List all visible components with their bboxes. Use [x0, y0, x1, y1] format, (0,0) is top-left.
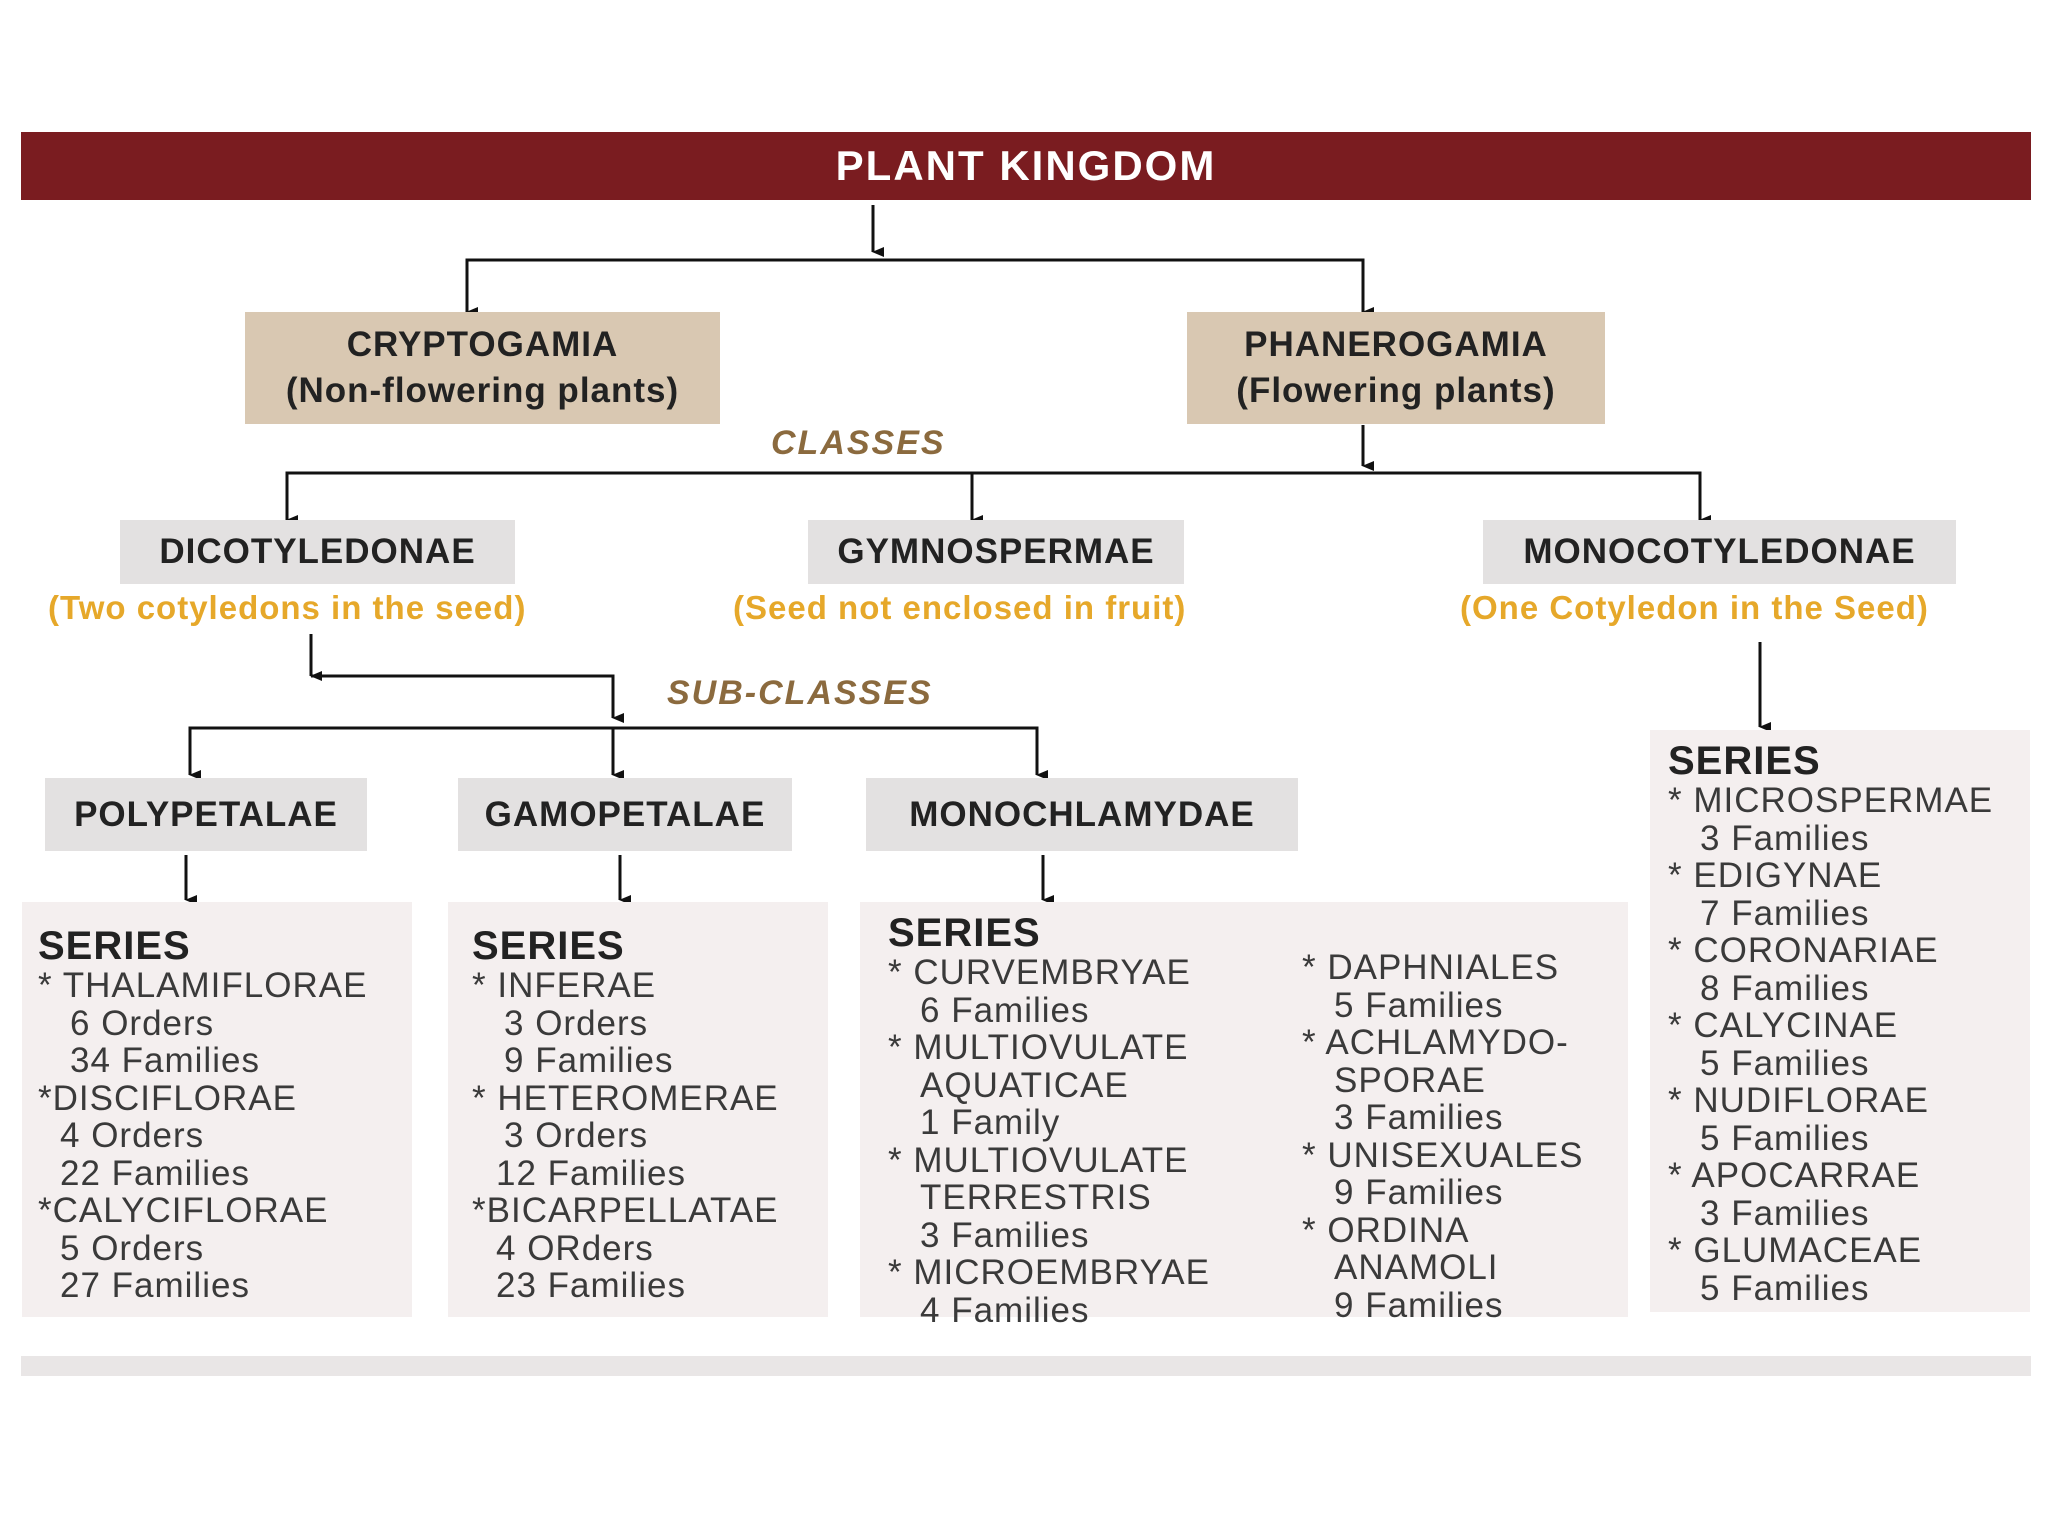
- subclass-gamopetalae: GAMOPETALAE: [458, 778, 792, 851]
- list-item: * NUDIFLORAE: [1668, 1081, 1929, 1120]
- list-item: * DAPHNIALES: [1302, 948, 1560, 987]
- list-item: 22 Families: [60, 1153, 250, 1193]
- list-item: 6 Orders: [70, 1003, 215, 1043]
- series-list-polypetalae: SERIES * THALAMIFLORAE 6 Orders 34 Famil…: [38, 925, 367, 1305]
- list-item: TERRESTRIS: [920, 1178, 1152, 1217]
- list-item: * ORDINA: [1302, 1210, 1470, 1250]
- list-item: ANAMOLI: [1334, 1248, 1499, 1287]
- connector-divisions: [465, 258, 1365, 312]
- list-item: * CURVEMBRYAE: [888, 953, 1191, 992]
- list-item: 23 Families: [496, 1266, 686, 1305]
- list-item: * MICROEMBRYAE: [888, 1253, 1210, 1292]
- page-title: PLANT KINGDOM: [21, 132, 2031, 200]
- class-note-dicot: (Two cotyledons in the seed): [48, 589, 527, 626]
- list-item: 3 Families: [920, 1215, 1090, 1255]
- division-cryptogamia: CRYPTOGAMIA (Non-flowering plants): [245, 312, 720, 424]
- list-item: * MULTIOVULATE: [888, 1028, 1189, 1067]
- list-item: * CALYCINAE: [1668, 1006, 1899, 1045]
- list-item: 9 Families: [1334, 1285, 1504, 1325]
- class-monocotyledonae: MONOCOTYLEDONAE: [1483, 520, 1956, 584]
- list-item: 5 Families: [1700, 1043, 1870, 1083]
- list-item: *CALYCIFLORAE: [38, 1191, 329, 1230]
- connector-classes: [285, 471, 1702, 520]
- footer-divider: [21, 1356, 2031, 1376]
- list-item: * GLUMACEAE: [1668, 1231, 1923, 1270]
- division-name: CRYPTOGAMIA: [346, 325, 619, 364]
- list-item: *BICARPELLATAE: [472, 1191, 779, 1230]
- list-item: 9 Families: [1334, 1173, 1504, 1212]
- list-item: * APOCARRAE: [1668, 1156, 1921, 1195]
- list-item: 6 Families: [920, 990, 1090, 1030]
- list-item: SPORAE: [1334, 1060, 1486, 1100]
- list-item: * INFERAE: [472, 966, 657, 1005]
- list-item: 3 Orders: [504, 1003, 649, 1043]
- series-panel-monochlamydae: [860, 902, 1628, 1317]
- connector-dicot-sub: [311, 674, 624, 723]
- classes-label: CLASSES: [771, 424, 946, 462]
- list-item: 12 Families: [496, 1153, 686, 1193]
- class-note-gymno: (Seed not enclosed in fruit): [733, 589, 1187, 626]
- list-item: 3 Families: [1700, 1193, 1870, 1233]
- series-list-monochlamydae-left: SERIES * CURVEMBRYAE 6 Families * MULTIO…: [888, 912, 1210, 1329]
- list-item: * ACHLAMYDO-: [1302, 1023, 1569, 1062]
- list-item: 5 Orders: [60, 1228, 205, 1268]
- list-item: 3 Families: [1334, 1098, 1504, 1137]
- list-item: 1 Family: [920, 1103, 1061, 1142]
- list-item: 34 Families: [70, 1041, 260, 1080]
- list-item: 5 Families: [1700, 1118, 1870, 1158]
- list-item: 3 Orders: [504, 1116, 649, 1155]
- subclass-monochlamydae: MONOCHLAMYDAE: [866, 778, 1298, 851]
- list-item: *DISCIFLORAE: [38, 1078, 297, 1118]
- list-item: * HETEROMERAE: [472, 1078, 779, 1118]
- list-item: 3 Families: [1700, 818, 1870, 858]
- list-item: 7 Families: [1700, 893, 1870, 933]
- series-heading: SERIES: [1668, 739, 1821, 783]
- series-list-gamopetalae: SERIES * INFERAE 3 Orders 9 Families * H…: [472, 925, 779, 1305]
- list-item: * MULTIOVULATE: [888, 1140, 1189, 1180]
- class-gymnospermae: GYMNOSPERMAE: [808, 520, 1184, 584]
- list-item: * MICROSPERMAE: [1668, 781, 1994, 820]
- class-dicotyledonae: DICOTYLEDONAE: [120, 520, 515, 584]
- division-desc: (Non-flowering plants): [285, 371, 680, 410]
- series-panel-monocotyledonae: [1650, 730, 2030, 1312]
- division-phanerogamia: PHANEROGAMIA (Flowering plants): [1187, 312, 1605, 424]
- list-item: 9 Families: [504, 1041, 674, 1080]
- list-item: 4 ORders: [496, 1228, 654, 1268]
- list-item: 5 Families: [1700, 1268, 1870, 1308]
- list-item: * THALAMIFLORAE: [38, 966, 368, 1005]
- series-list-monocotyledonae: SERIES * MICROSPERMAE 3 Families * EDIGY…: [1668, 740, 1993, 1307]
- series-panel-gamopetalae: [448, 902, 828, 1317]
- list-item: 27 Families: [60, 1266, 250, 1305]
- series-heading: SERIES: [472, 924, 625, 968]
- division-name: PHANEROGAMIA: [1244, 325, 1548, 364]
- series-panel-polypetalae: [22, 902, 412, 1317]
- series-list-monochlamydae-right: * DAPHNIALES 5 Families * ACHLAMYDO- SPO…: [1302, 949, 1583, 1324]
- list-item: * UNISEXUALES: [1302, 1135, 1584, 1175]
- list-item: AQUATICAE: [920, 1065, 1129, 1105]
- list-item: * EDIGYNAE: [1668, 856, 1883, 895]
- series-heading: SERIES: [38, 924, 191, 968]
- list-item: 5 Families: [1334, 985, 1504, 1025]
- list-item: * CORONARIAE: [1668, 931, 1939, 970]
- division-desc: (Flowering plants): [1236, 371, 1556, 410]
- subclass-polypetalae: POLYPETALAE: [45, 778, 367, 851]
- list-item: 4 Orders: [60, 1116, 205, 1155]
- class-note-monocot: (One Cotyledon in the Seed): [1460, 589, 1929, 626]
- list-item: 4 Families: [920, 1290, 1090, 1330]
- series-heading: SERIES: [888, 911, 1041, 955]
- list-item: 8 Families: [1700, 968, 1870, 1008]
- subclasses-label: SUB-CLASSES: [667, 674, 933, 712]
